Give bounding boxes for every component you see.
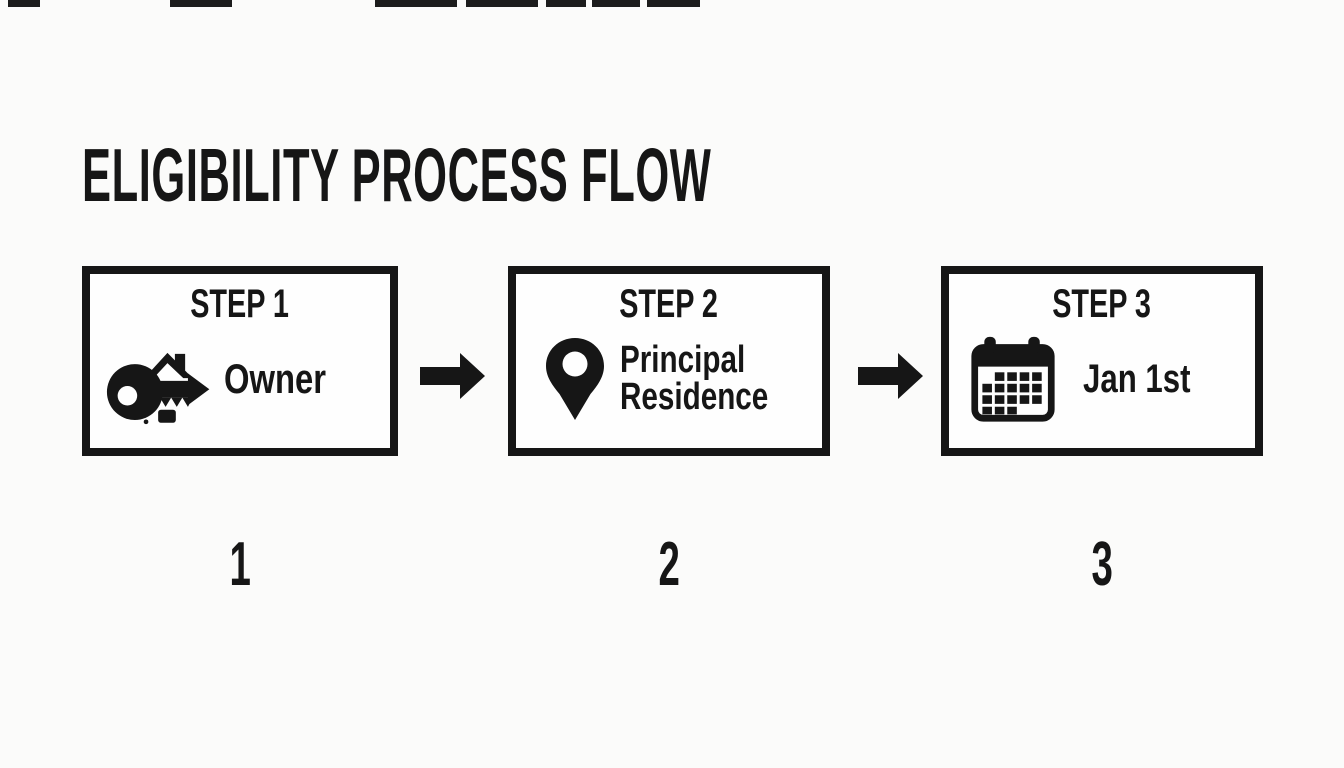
calendar-icon [971,336,1055,422]
arrow-right-icon [858,353,923,399]
step-2-number: 2 [658,530,680,599]
step-2-text: Principal Residence [620,339,769,418]
arrow-right-icon [420,353,485,399]
step-2-content: Principal Residence [516,326,822,448]
step-1-box: STEP 1 Owner [82,266,398,456]
step-2-label: STEP 2 [619,282,719,326]
step-1-text: Owner [224,354,326,402]
step-3-content: Jan 1st [949,326,1255,448]
house-key-icon [106,352,210,425]
step-1-content: Owner [90,326,390,448]
step-3-text: Jan 1st [1083,356,1191,401]
page-title: ELIGIBILITY PROCESS FLOW [82,138,1167,213]
step-1-label: STEP 1 [190,282,290,326]
step-3-label: STEP 3 [1052,282,1152,326]
page-title-text: ELIGIBILITY PROCESS FLOW [82,133,712,217]
location-pin-icon [546,338,604,420]
step-2-box: STEP 2 Principal Residence [508,266,830,456]
step-1-number: 1 [229,530,251,599]
step-3-box: STEP 3 Jan 1st [941,266,1263,456]
step-3-number: 3 [1091,530,1113,599]
